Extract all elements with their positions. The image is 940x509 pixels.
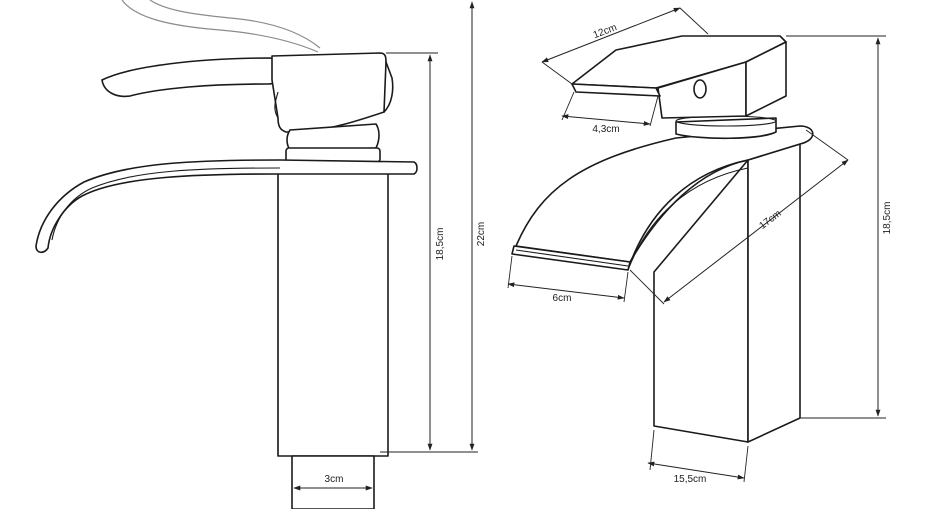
handle-lever bbox=[101, 57, 283, 98]
handle-cap bbox=[271, 52, 387, 133]
dim-line-spout-length bbox=[663, 159, 849, 303]
dim-line-handle-length bbox=[541, 7, 681, 63]
threaded-stem bbox=[291, 455, 375, 509]
dim-line-spout-width bbox=[507, 282, 625, 300]
right-faucet-perspective-view: 12cm 4,3cm 6cm 17cm 18,5cm 15,5cm bbox=[507, 7, 893, 485]
handle-hole bbox=[693, 79, 707, 99]
left-faucet-side-view: 18,5cm 22cm 3cm bbox=[35, 0, 487, 509]
dim-line-base-width-right bbox=[647, 461, 745, 480]
spout bbox=[35, 159, 418, 254]
faucet-body bbox=[277, 167, 389, 457]
base-collar bbox=[675, 117, 777, 140]
dim-label-spout-width: 6cm bbox=[553, 293, 572, 304]
body-side-face bbox=[747, 143, 801, 443]
spout-inner-line bbox=[51, 167, 281, 241]
dim-label-body-height: 18,5cm bbox=[435, 228, 446, 261]
dim-label-base-width: 3cm bbox=[325, 474, 344, 485]
dim-label-handle-width: 4,3cm bbox=[592, 124, 619, 135]
dim-label-base-width-right: 15,5cm bbox=[674, 474, 707, 485]
handle-cap-edge bbox=[274, 91, 279, 119]
dim-label-total-height: 22cm bbox=[476, 222, 487, 246]
handle-cap-side bbox=[383, 61, 394, 113]
dim-label-body-height-right: 18,5cm bbox=[882, 202, 893, 235]
dim-line-handle-width bbox=[561, 114, 651, 126]
handle-lever-flat bbox=[571, 83, 661, 97]
raised-handle-ghost bbox=[121, 0, 321, 53]
handle-side bbox=[745, 41, 787, 117]
dim-label-handle-length: 12cm bbox=[592, 22, 619, 41]
